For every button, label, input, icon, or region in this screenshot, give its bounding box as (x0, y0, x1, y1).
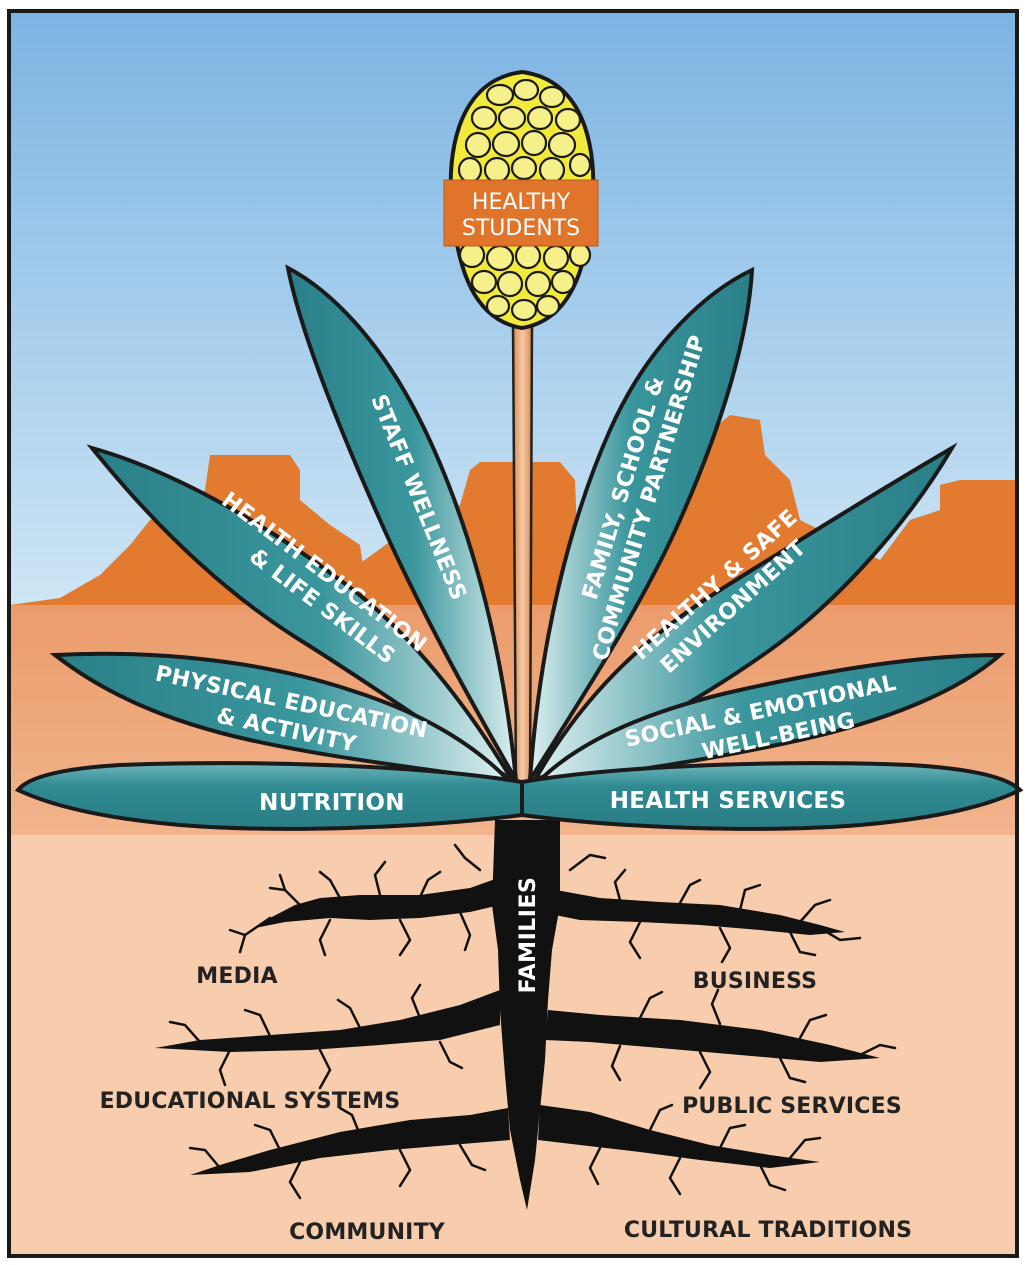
leaf-nutrition (14, 761, 524, 831)
leaf-physical-education (49, 651, 516, 785)
leaf-label-health-services: HEALTH SERVICES (610, 788, 847, 814)
leaf-staff-wellness (285, 264, 518, 781)
root-label-business: BUSINESS (693, 969, 817, 994)
root-label-public-services: PUBLIC SERVICES (682, 1094, 902, 1119)
flower-stem (511, 318, 534, 792)
leaf-social-emotional (532, 652, 1006, 785)
flower-label-line2: STUDENTS (462, 216, 580, 241)
root-label-community: COMMUNITY (289, 1220, 446, 1245)
leaf-label-nutrition: NUTRITION (259, 790, 405, 816)
leaf-health-education (86, 444, 514, 782)
roots (155, 820, 897, 1210)
flower-label-line1: HEALTHY (472, 190, 571, 215)
root-label-cultural-traditions: CULTURAL TRADITIONS (624, 1218, 912, 1243)
leaf-family-partnership (528, 266, 755, 782)
flower-head: HEALTHY STUDENTS (443, 69, 599, 331)
root-label-media: MEDIA (196, 964, 277, 989)
leaf-health-services (520, 761, 1024, 831)
root-label-educational-systems: EDUCATIONAL SYSTEMS (100, 1089, 401, 1114)
healthy-students-banner (443, 179, 599, 247)
diagram-border (7, 9, 1019, 1258)
stem-label-families: FAMILIES (516, 877, 541, 994)
leaf-healthy-safe (530, 442, 958, 784)
